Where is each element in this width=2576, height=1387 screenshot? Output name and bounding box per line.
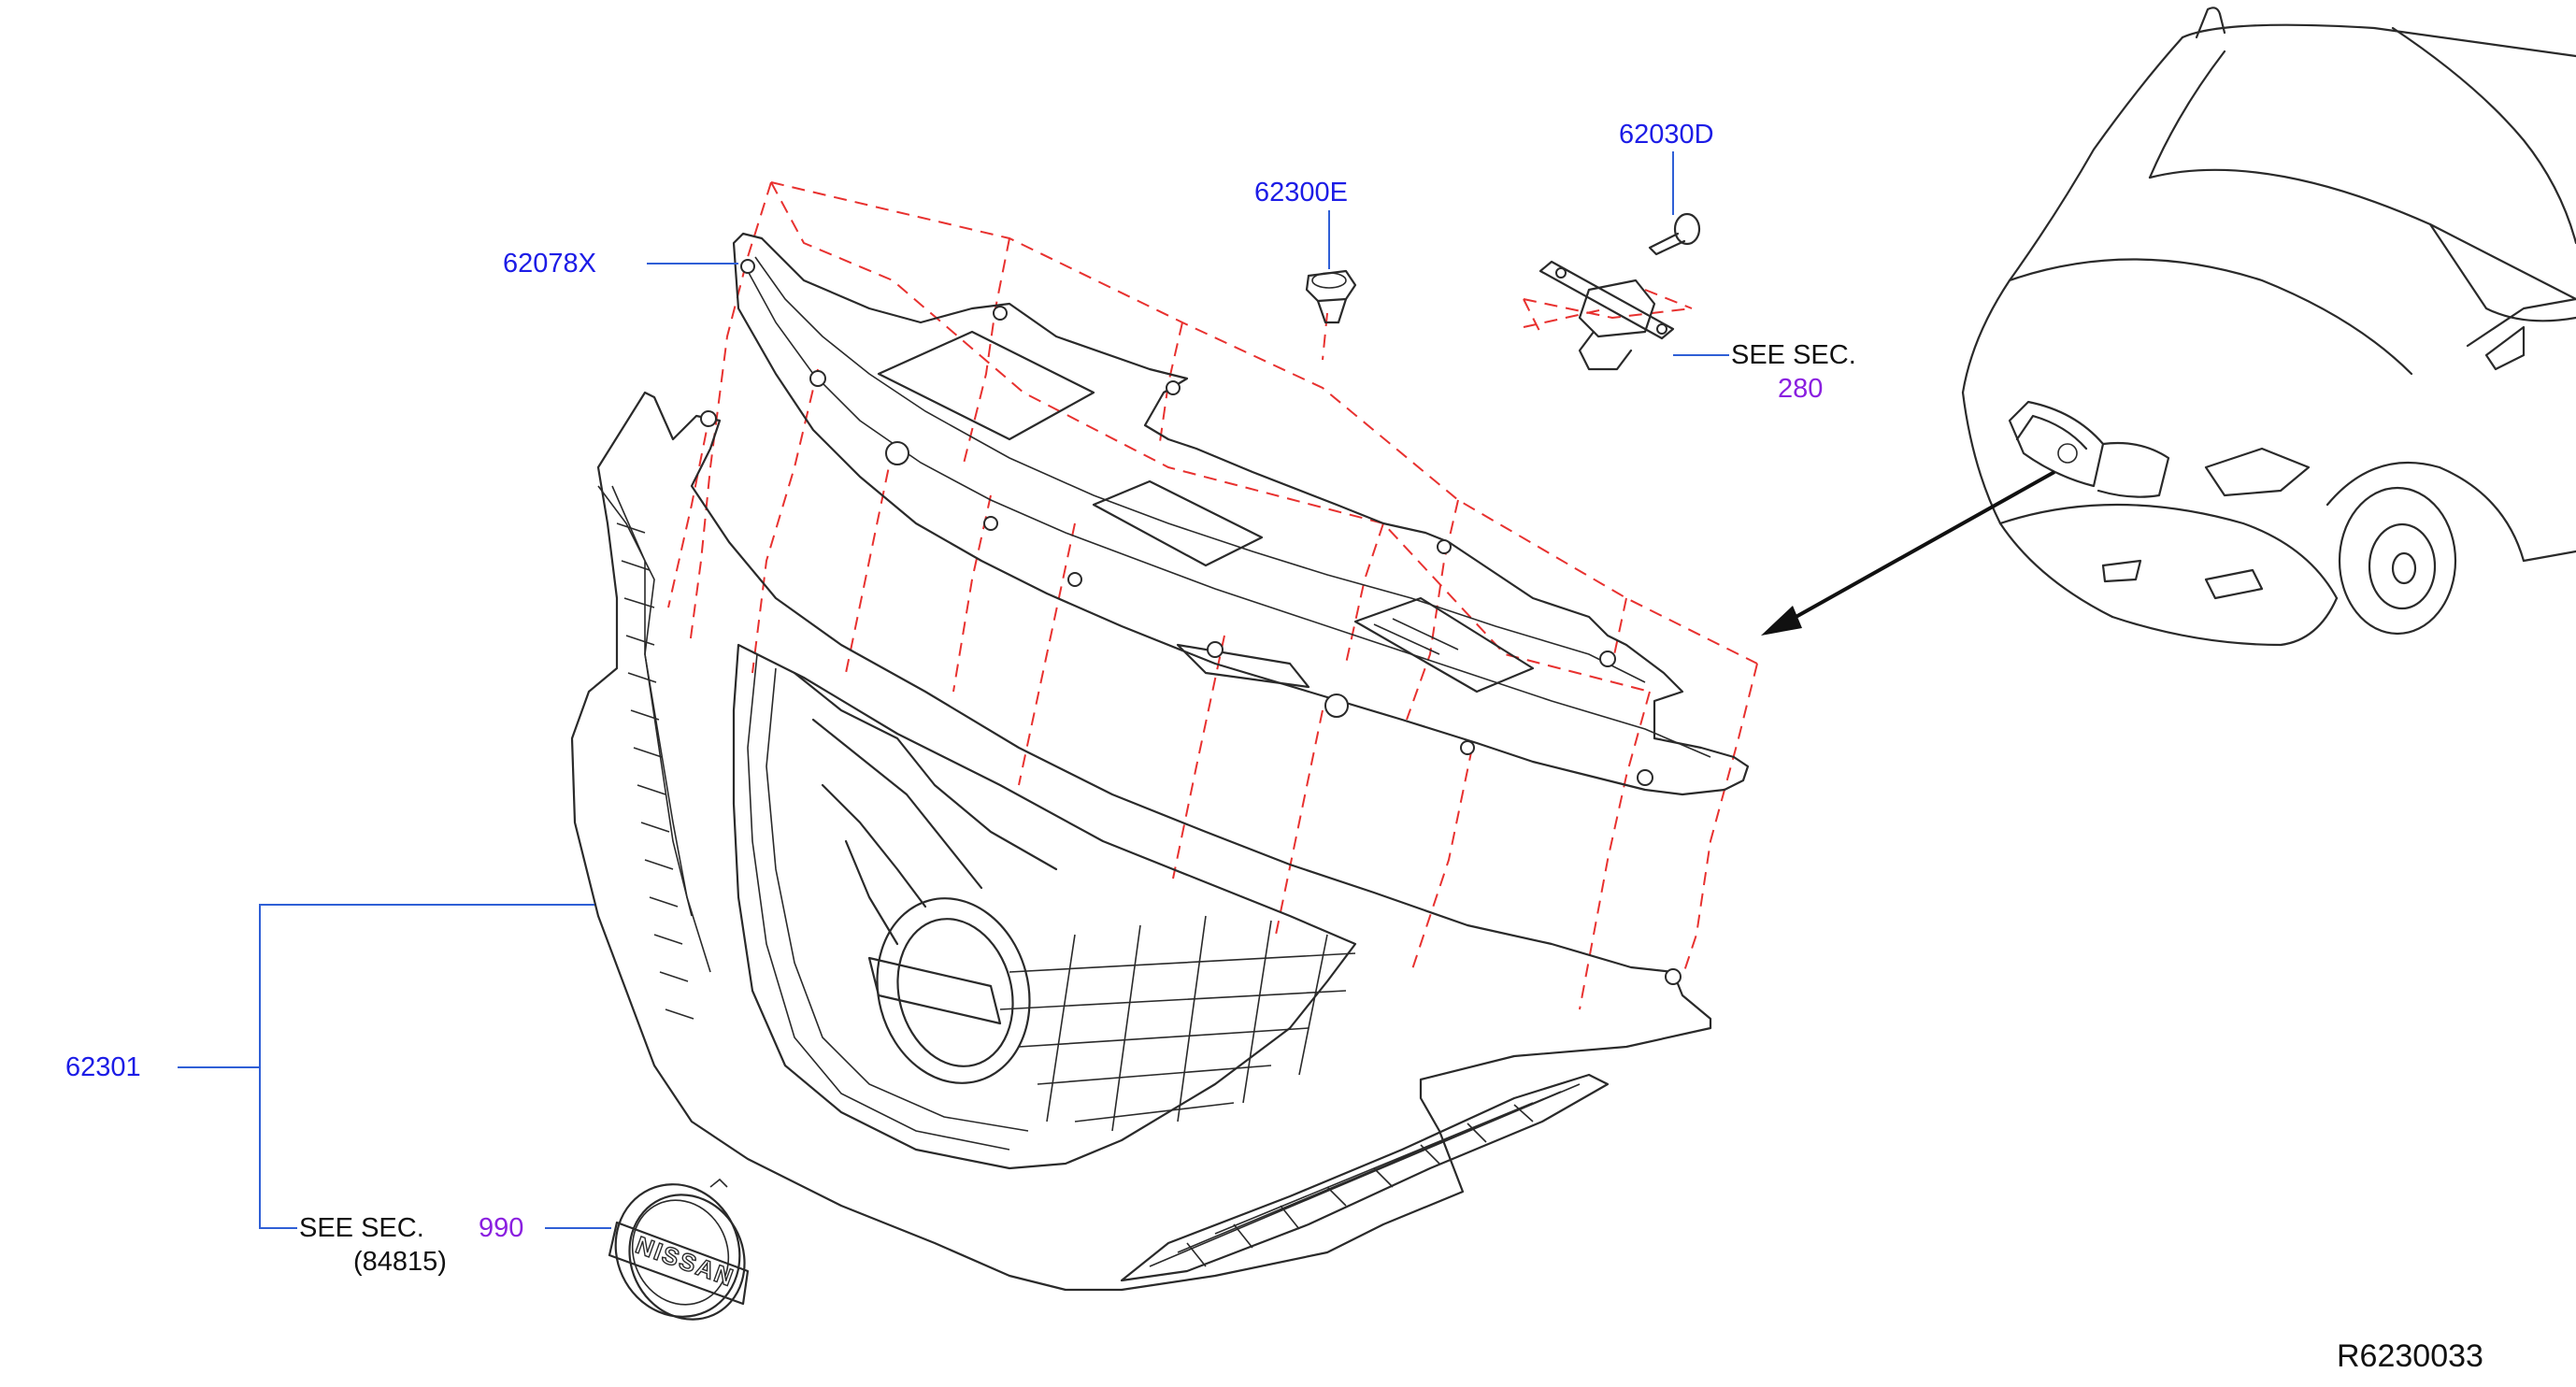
section-link-990[interactable]: 990 (479, 1213, 524, 1243)
grille-mesh (999, 915, 1356, 1132)
grille-emblem-ring (867, 897, 1031, 1084)
callout-62030D[interactable]: 62030D (1619, 120, 1714, 150)
front-grille-62301 (570, 391, 1712, 1292)
see-sec-label-bottom: SEE SEC. (299, 1213, 424, 1243)
alignment-guides (667, 181, 1758, 1010)
sub-callout-84815: (84815) (353, 1247, 447, 1277)
location-arrow (1761, 470, 2055, 636)
grille-side-slats (616, 522, 694, 1020)
sensor-bracket (1523, 260, 1693, 371)
callout-62301[interactable]: 62301 (65, 1052, 141, 1082)
upper-cover-62078X (732, 232, 1750, 796)
see-sec-label-top: SEE SEC. (1731, 340, 1856, 370)
section-link-280[interactable]: 280 (1778, 374, 1824, 404)
lower-grille-mesh (1120, 1073, 1610, 1282)
vehicle-overview-illustration (1961, 7, 2576, 647)
nissan-emblem-990: NISSAN (608, 1178, 750, 1321)
bolt-62030D (1648, 212, 1701, 256)
clip-62300E (1305, 269, 1357, 324)
leader-lines (178, 151, 1729, 1229)
callout-62078X[interactable]: 62078X (503, 249, 596, 279)
callout-62300E[interactable]: 62300E (1254, 178, 1348, 207)
diagram-reference-id: R6230033 (2337, 1338, 2483, 1374)
